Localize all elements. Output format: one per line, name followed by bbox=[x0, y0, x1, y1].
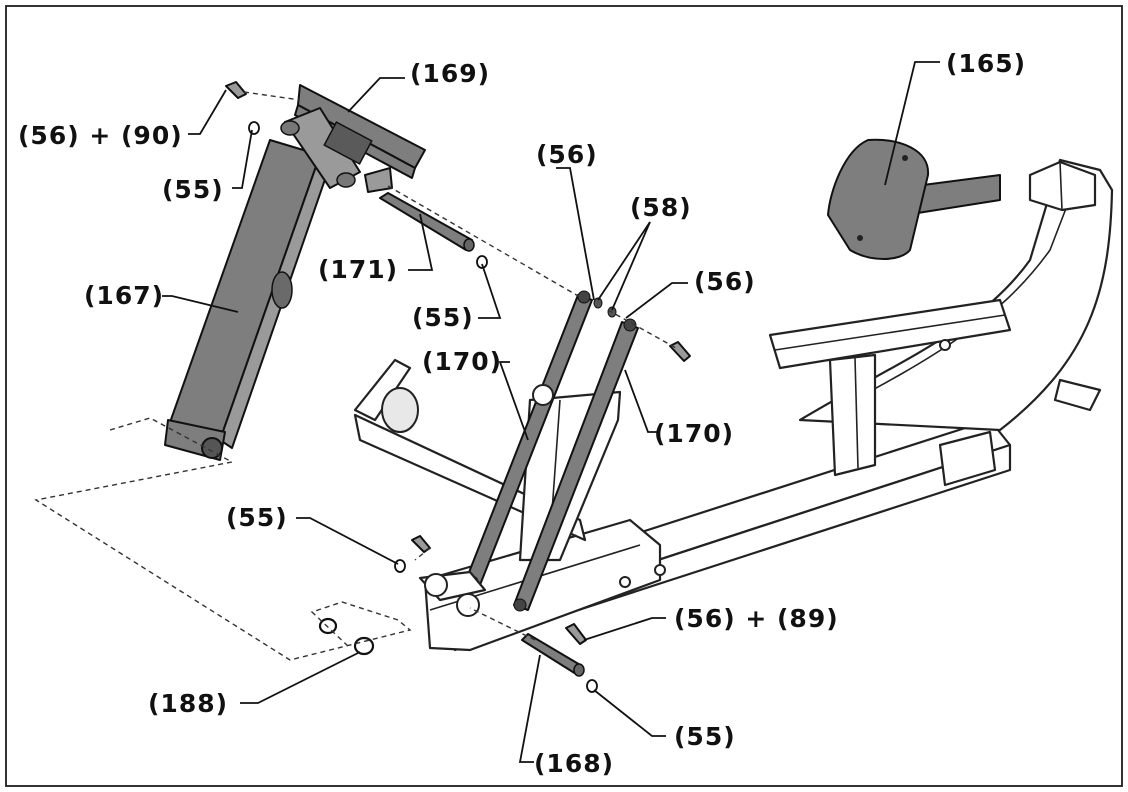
label-58: (58) bbox=[630, 193, 692, 222]
label-56-plus-90: (56) + (90) bbox=[18, 121, 183, 150]
label-55-bottom: (55) bbox=[674, 722, 736, 751]
hinge-part bbox=[418, 570, 487, 617]
label-170-left: (170) bbox=[422, 347, 502, 376]
label-55-lower-left: (55) bbox=[226, 503, 288, 532]
part-labels: (165) (169) (56) + (90) (55) (56) (58) (… bbox=[18, 49, 1026, 778]
label-170-right: (170) bbox=[654, 419, 734, 448]
label-55-middle: (55) bbox=[412, 303, 474, 332]
label-165: (165) bbox=[946, 49, 1026, 78]
link-bars-part bbox=[465, 290, 639, 612]
label-188: (188) bbox=[148, 689, 228, 718]
label-168: (168) bbox=[534, 749, 614, 778]
seat-pad-part bbox=[827, 138, 1001, 260]
assembly-dash-lines bbox=[34, 91, 677, 661]
label-56-right: (56) bbox=[694, 267, 756, 296]
leader-lines bbox=[162, 61, 940, 763]
label-171: (171) bbox=[318, 255, 398, 284]
top-bracket-part bbox=[280, 84, 426, 193]
label-56-link-top: (56) bbox=[536, 140, 598, 169]
axle-part bbox=[379, 192, 475, 252]
label-169: (169) bbox=[410, 59, 490, 88]
label-56-plus-89: (56) + (89) bbox=[674, 604, 839, 633]
label-55-top: (55) bbox=[162, 175, 224, 204]
main-frame bbox=[353, 158, 1114, 652]
label-167: (167) bbox=[84, 281, 164, 310]
